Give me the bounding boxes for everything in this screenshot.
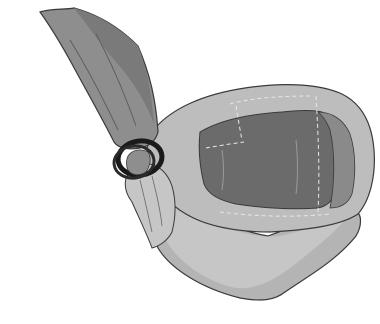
pouch-inner (199, 111, 336, 209)
fabric-over-ring (127, 150, 151, 175)
